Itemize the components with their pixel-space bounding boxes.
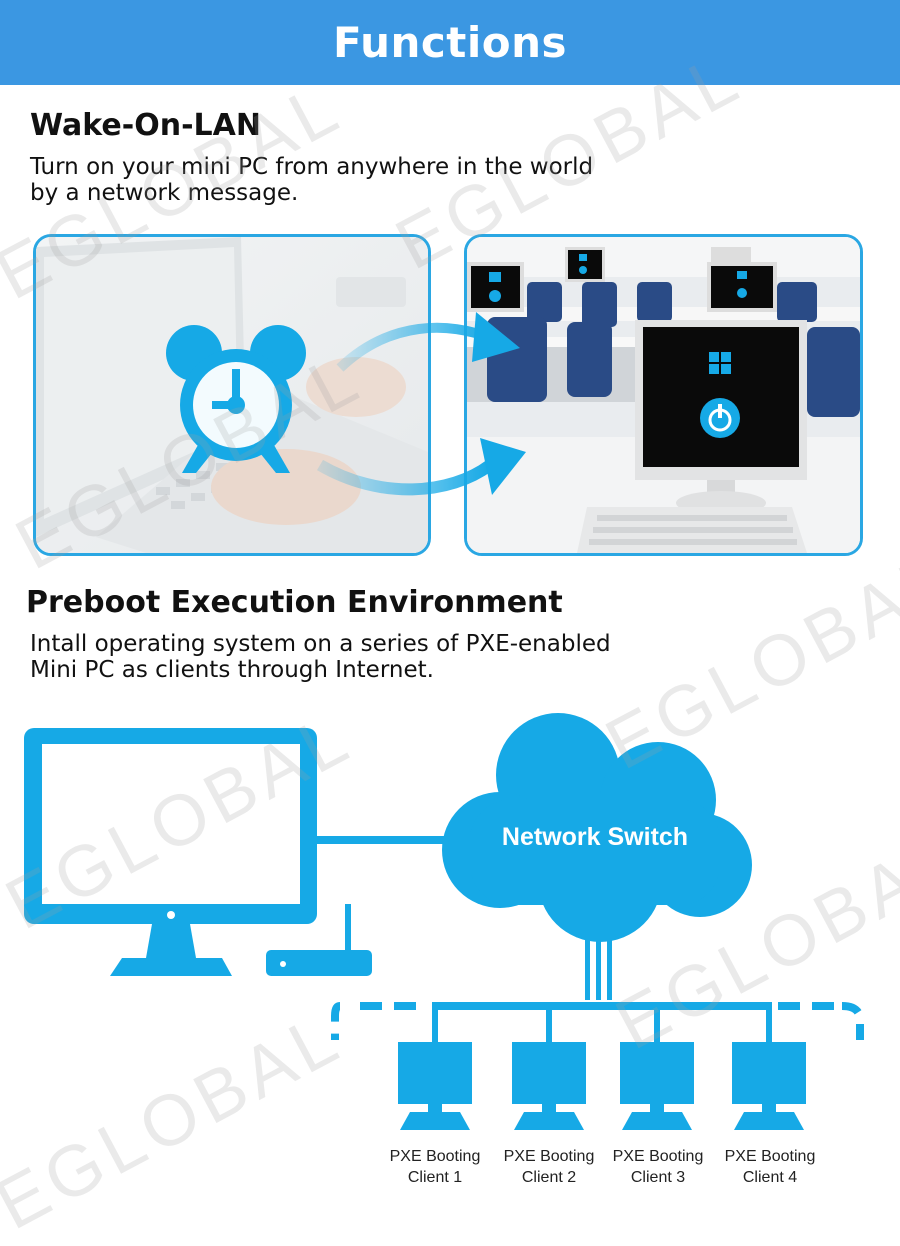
pxe-description: Intall operating system on a series of P… [30, 631, 611, 683]
client-label-1: PXE Booting Client 1 [380, 1146, 490, 1188]
wol-classroom-photo [464, 234, 863, 556]
header-banner: Functions [0, 0, 900, 85]
client-4-monitor-icon [732, 1042, 806, 1130]
arrow-icon [316, 312, 526, 496]
alarm-clock-icon [166, 325, 306, 473]
client-3-line-2: Client 3 [630, 1169, 686, 1186]
monitor-icon [24, 728, 317, 976]
client-label-2: PXE Booting Client 2 [494, 1146, 604, 1188]
client-4-line-1: PXE Booting [724, 1148, 816, 1165]
cloud-icon [442, 713, 752, 942]
wol-title: Wake-On-LAN [30, 108, 261, 143]
client-4-line-2: Client 4 [742, 1169, 798, 1186]
client-1-line-1: PXE Booting [389, 1148, 481, 1165]
wol-description-line-1: Turn on your mini PC from anywhere in th… [30, 154, 594, 180]
pxe-network-diagram [24, 713, 864, 1130]
client-3-monitor-icon [620, 1042, 694, 1130]
router-icon [266, 904, 372, 976]
client-2-line-2: Client 2 [521, 1169, 577, 1186]
client-label-4: PXE Booting Client 4 [715, 1146, 825, 1188]
pxe-description-line-1: Intall operating system on a series of P… [30, 631, 611, 657]
pxe-title: Preboot Execution Environment [26, 585, 563, 620]
wol-description: Turn on your mini PC from anywhere in th… [30, 154, 593, 206]
windows-logo-icon [709, 352, 731, 374]
client-2-monitor-icon [512, 1042, 586, 1130]
wol-description-line-2: by a network message. [30, 180, 299, 206]
client-1-line-2: Client 1 [407, 1169, 463, 1186]
wol-laptop-photo [33, 234, 431, 556]
page-title: Functions [332, 18, 568, 67]
client-1-monitor-icon [398, 1042, 472, 1130]
client-3-line-1: PXE Booting [612, 1148, 704, 1165]
power-icon [700, 398, 740, 438]
pxe-description-line-2: Mini PC as clients through Internet. [30, 657, 434, 683]
client-label-3: PXE Booting Client 3 [603, 1146, 713, 1188]
client-2-line-1: PXE Booting [503, 1148, 595, 1165]
network-switch-label: Network Switch [501, 823, 689, 851]
